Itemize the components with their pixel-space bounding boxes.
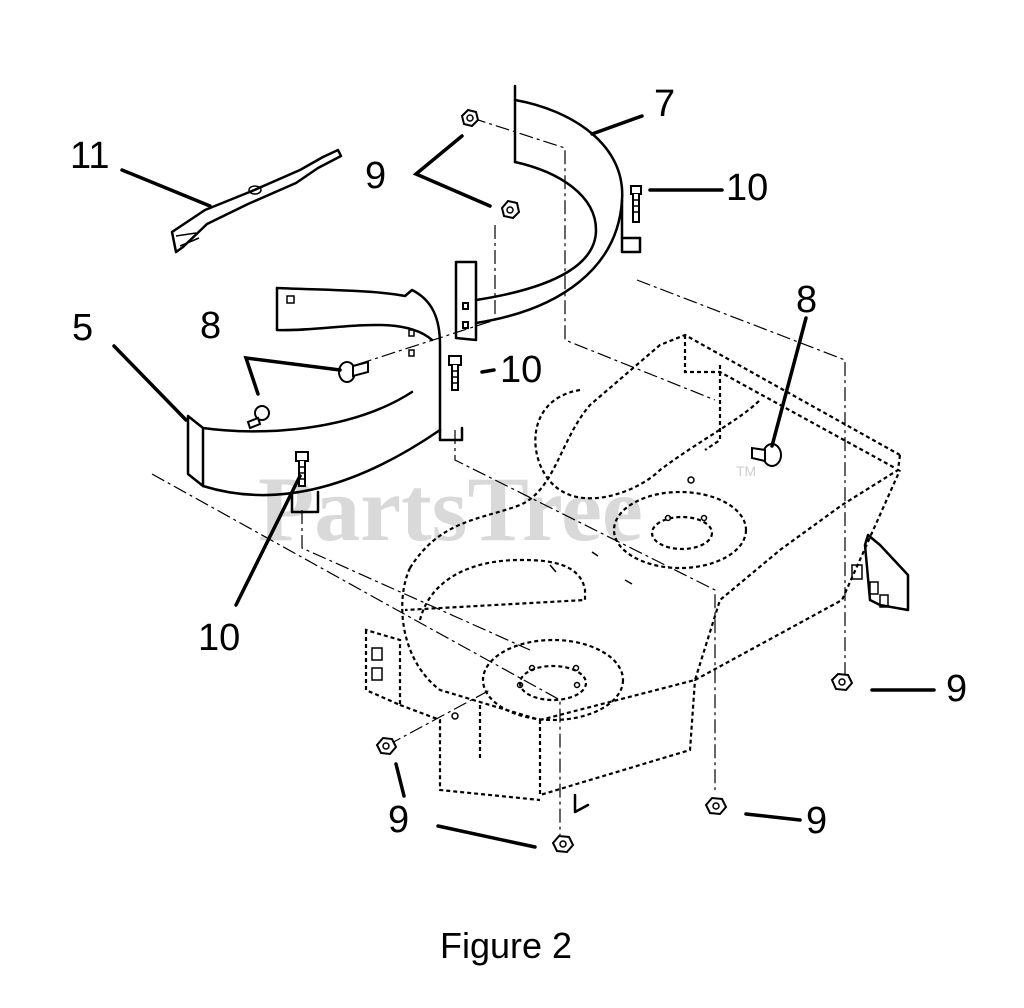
- bolt-right: [630, 185, 642, 223]
- callout-labels: 11 9 7 10 5 8 10 8 10 9 9 9: [70, 83, 967, 842]
- callout-bolt-middle: 10: [500, 349, 542, 391]
- callout-nut-left: 9: [388, 799, 409, 841]
- callout-nut-upper: 9: [365, 155, 386, 197]
- nut-bottom: [551, 834, 575, 854]
- carriage-bolt-right: [751, 443, 782, 467]
- carriage-bolt-left-upper: [338, 360, 369, 383]
- nut-right-lower: [704, 796, 728, 816]
- callout-nut-right-lower: 9: [806, 800, 827, 842]
- callout-leaders: [112, 114, 936, 849]
- callout-carriage-bolt-left: 8: [200, 305, 221, 347]
- nut-right-upper: [830, 672, 854, 692]
- bolt-middle: [448, 355, 462, 391]
- watermark-tm: TM: [736, 463, 756, 479]
- callout-bolt-left: 10: [198, 617, 240, 659]
- callout-bolt-right: 10: [726, 167, 768, 209]
- callout-baffle-right: 7: [654, 83, 675, 125]
- callout-baffle-left: 5: [72, 307, 93, 349]
- callout-nut-right-upper: 9: [946, 668, 967, 710]
- left-baffle: [186, 286, 464, 514]
- callout-blade: 11: [70, 135, 109, 177]
- bolt-left: [295, 451, 309, 487]
- nut-upper-b: [500, 199, 521, 220]
- right-baffle: [454, 84, 642, 342]
- mower-deck: [364, 333, 910, 814]
- callout-carriage-bolt-right: 8: [796, 279, 817, 321]
- nut-left: [375, 736, 398, 756]
- nut-upper-a: [460, 108, 480, 128]
- watermark: PartsTree: [258, 458, 643, 560]
- figure-caption: Figure 2: [440, 925, 572, 966]
- carriage-bolt-left-lower: [246, 405, 270, 430]
- mower-blade: [170, 148, 343, 254]
